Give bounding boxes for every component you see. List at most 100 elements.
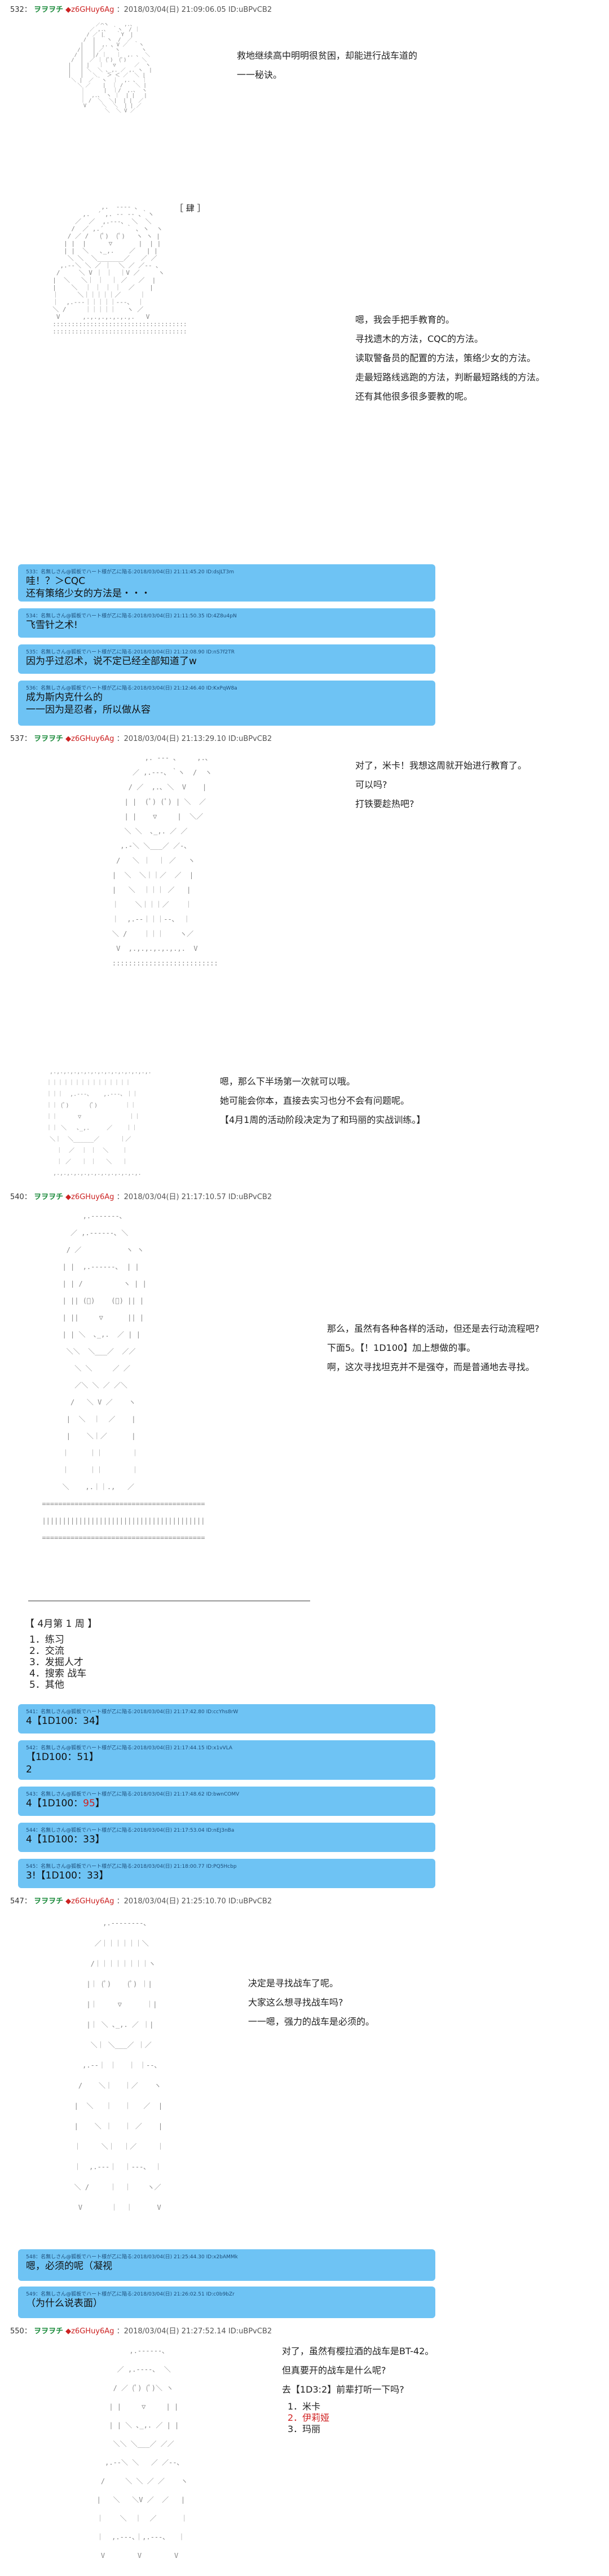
poster-name: ヲヲヲチ: [33, 1897, 63, 1906]
reply-line: 3!【1D100：33】: [26, 1870, 109, 1881]
reply-body: 【1D100：51】 2: [26, 1751, 427, 1776]
narration-line: 还有其他很多很多要教的呢。: [355, 391, 473, 402]
menu-item: 2．交流: [29, 1645, 64, 1657]
reply-body: 因为乎过忍术，说不定已经全部知道了w: [26, 655, 427, 668]
menu-title: 【 4月第 1 周 】: [25, 1618, 98, 1630]
narration-line: 去【1D3:2】前辈打听一下吗?: [282, 2384, 404, 2395]
narration-line: 寻找遗木的方法，CQC的方法。: [355, 333, 483, 344]
narration-line: 读取警备员的配置的方法，策络少女的方法。: [355, 353, 536, 363]
dice-critical: 95: [83, 1798, 95, 1809]
reply-post: 542：名無しさん@狐板でハート様が乙に陥る:2018/03/04(日) 21:…: [18, 1740, 435, 1780]
reply-meta: 544：名無しさん@狐板でハート様が乙に陥る:2018/03/04(日) 21:…: [26, 1828, 235, 1833]
poster-trip: ◆z6GHuy6Ag: [65, 2327, 114, 2336]
choice-menu: 【 4月第 1 周 】 1．练习 2．交流 3．发掘人才 4．搜索 战车 5．其…: [25, 1618, 97, 1691]
ascii-art: ,.-‐‐‐‐‐-､ ／ ,.-‐‐‐‐-､ ＼ / ／ ヽ ヽ | | ,.-…: [42, 1212, 205, 1542]
reply-meta: 545：名無しさん@狐板でハート様が乙に陥る:2018/03/04(日) 21:…: [26, 1864, 237, 1870]
post-number: 540：: [10, 1193, 32, 1201]
reply-meta: 548：名無しさん@狐板でハート様が乙に陥る:2018/03/04(日) 21:…: [26, 2254, 238, 2260]
ascii-art: ,.-‐‐‐‐‐‐-､ ／｜｜｜｜｜｜＼ /｜｜｜｜｜｜｜｜ヽ |｜ (ﾟ) (…: [74, 1919, 164, 2211]
poster-trip: ◆z6GHuy6Ag: [65, 1897, 114, 1906]
reply-meta: 543：名無しさん@狐板でハート様が乙に陥る:2018/03/04(日) 21:…: [26, 1792, 240, 1797]
reply-line: 【1D100：51】: [26, 1752, 99, 1763]
option-item: 3．玛丽: [288, 2424, 321, 2434]
poster-trip: ◆z6GHuy6Ag: [65, 1193, 114, 1201]
ascii-art: ,.,.,.,.,.,.,.,.,.,.,.,.,.,.,. ｜｜｜｜｜｜｜｜｜…: [46, 1069, 152, 1177]
reply-post: 545：名無しさん@狐板でハート様が乙に陥る:2018/03/04(日) 21:…: [18, 1859, 435, 1888]
reply-body: 成为斯内克什么的 一一因为是忍者，所以做从容: [26, 691, 427, 716]
reply-body: 4【1D100：95】: [26, 1797, 427, 1810]
reply-line: 还有策络少女的方法是・・・: [26, 588, 151, 599]
narration-line: 嗯，那么下半场第一次就可以哦。: [220, 1076, 356, 1087]
post-narration: 嗯，那么下半场第一次就可以哦。 她可能会你本，直接去实习也分不会有问题呢。 【4…: [220, 1072, 425, 1130]
post-meta: ：2018/03/04(日) 21:27:52.14 ID:uBPvCB2: [116, 2327, 272, 2336]
narration-line: 大家这么想寻找战车吗?: [248, 1997, 343, 2008]
reply-post: 549：名無しさん@狐板でハート様が乙に陥る:2018/03/04(日) 21:…: [18, 2287, 435, 2318]
post-narration: 对了，米卡！我想这周就开始进行教育了。 可以吗? 打铁要趁热吧?: [355, 756, 527, 814]
post-narration: 决定是寻找战车了呢。 大家这么想寻找战车吗? 一一嗯，强力的战车是必须的。: [248, 1974, 374, 2031]
caption: ［ 肆 ］: [175, 203, 206, 213]
ascii-art: ,. -‐- ､ ,.､ ／ ,.-‐-､ ｀ヽ / ヽ / ／ ,.､ ＼ V…: [112, 754, 218, 967]
narration-line: 【4月1周的活动阶段决定为了和玛丽的实战训练。】: [220, 1114, 426, 1125]
reply-meta: 536：名無しさん@狐板でハート様が乙に陥る:2018/03/04(日) 21:…: [26, 686, 237, 691]
reply-body: 嗯，必须的呢（凝视: [26, 2260, 427, 2272]
divider: [28, 1600, 310, 1601]
reply-meta: 533：名無しさん@狐板でハート様が乙に陥る:2018/03/04(日) 21:…: [26, 569, 235, 575]
reply-post: 535：名無しさん@狐板でハート様が乙に陥る:2018/03/04(日) 21:…: [18, 644, 435, 674]
post-header: 550： ヲヲヲチ ◆z6GHuy6Ag ：2018/03/04(日) 21:2…: [10, 2325, 272, 2336]
post-meta: ：2018/03/04(日) 21:09:06.05 ID:uBPvCB2: [116, 6, 272, 14]
option-item-selected: 2．伊莉娅: [288, 2412, 330, 2423]
reply-meta: 542：名無しさん@狐板でハート様が乙に陥る:2018/03/04(日) 21:…: [26, 1745, 233, 1751]
narration-line: 她可能会你本，直接去实习也分不会有问题呢。: [220, 1095, 410, 1106]
post-meta: ：2018/03/04(日) 21:25:10.70 ID:uBPvCB2: [116, 1897, 272, 1906]
reply-post: 533：名無しさん@狐板でハート様が乙に陥る:2018/03/04(日) 21:…: [18, 564, 435, 602]
reply-body: 3!【1D100：33】: [26, 1870, 427, 1882]
reply-line: 飞雪针之术!: [26, 620, 78, 631]
reply-line: 哇！？＞CQC: [26, 576, 86, 587]
reply-post: 548：名無しさん@狐板でハート様が乙に陥る:2018/03/04(日) 21:…: [18, 2249, 435, 2281]
poster-trip: ◆z6GHuy6Ag: [65, 6, 114, 14]
post-narration: 对了，虽然有樱拉酒的战车是BT-42。 但真要开的战车是什么呢? 去【1D3:2…: [282, 2342, 434, 2399]
menu-item: 5．其他: [29, 1679, 64, 1691]
narration-line: 对了，米卡！我想这周就开始进行教育了。: [355, 760, 527, 771]
narration-line: 嗯，我会手把手教育的。: [355, 314, 455, 325]
post-narration: 嗯，我会手把手教育的。 寻找遗木的方法，CQC的方法。 读取警备员的配置的方法，…: [355, 310, 545, 406]
narration-line: 打铁要趁热吧?: [355, 798, 414, 809]
narration-line: 那么，虽然有各种各样的活动，但还是去行动流程吧?: [327, 1323, 540, 1334]
ascii-art: ／⌒ヽ ,.､ ／ ,.､ ｀ヽ / ｜ / ／ | ｀Y | / | ｀ヽ /…: [68, 23, 152, 114]
reply-post: 534：名無しさん@狐板でハート様が乙に陥る:2018/03/04(日) 21:…: [18, 608, 435, 638]
reply-line: 4【1D100：34】: [26, 1715, 105, 1727]
post-number: 537：: [10, 735, 32, 743]
reply-meta: 549：名無しさん@狐板でハート様が乙に陥る:2018/03/04(日) 21:…: [26, 2292, 235, 2297]
reply-line: 4【1D100：: [26, 1798, 83, 1809]
reply-post: 536：名無しさん@狐板でハート様が乙に陥る:2018/03/04(日) 21:…: [18, 681, 435, 726]
reply-line: （为什么说表面）: [26, 2298, 103, 2309]
option-list: 1．米卡 2．伊莉娅 3．玛丽: [288, 2401, 329, 2435]
option-item: 1．米卡: [288, 2401, 321, 2412]
ascii-art: ,.-‐‐‐‐-､ ／ ,.-‐‐-､ ＼ / ／ (ﾟ) (ﾟ)＼ ヽ | |…: [96, 2347, 188, 2560]
narration-line: 一一嗯，强力的战车是必须的。: [248, 2016, 375, 2027]
reply-body: 4【1D100：34】: [26, 1715, 427, 1727]
reply-body: （为什么说表面）: [26, 2297, 427, 2310]
post-number: 550：: [10, 2327, 32, 2336]
narration-line: 可以吗?: [355, 779, 387, 790]
reply-body: 4【1D100：33】: [26, 1833, 427, 1846]
narration-line: 救地继续高中明明很贫困，却能进行战车道的: [237, 50, 418, 61]
post-narration: 那么，虽然有各种各样的活动，但还是去行动流程吧? 下面5。【！1D100】加上想…: [327, 1319, 540, 1377]
reply-post: 544：名無しさん@狐板でハート様が乙に陥る:2018/03/04(日) 21:…: [18, 1823, 435, 1852]
reply-line-tail: 】: [95, 1798, 105, 1809]
menu-item: 3．发掘人才: [29, 1657, 83, 1668]
reply-line: 2: [26, 1764, 32, 1775]
poster-name: ヲヲヲチ: [33, 1193, 63, 1201]
poster-trip: ◆z6GHuy6Ag: [65, 735, 114, 743]
reply-line: 一一因为是忍者，所以做从容: [26, 704, 151, 716]
reply-post: 541：名無しさん@狐板でハート様が乙に陥る:2018/03/04(日) 21:…: [18, 1704, 435, 1734]
narration-line: 但真要开的战车是什么呢?: [282, 2365, 386, 2376]
reply-line: 因为乎过忍术，说不定已经全部知道了w: [26, 656, 197, 667]
post-number: 547：: [10, 1897, 32, 1906]
menu-item: 1．练习: [29, 1634, 64, 1645]
post-narration: 救地继续高中明明很贫困，却能进行战车道的 一一秘诀。: [237, 46, 417, 85]
post-header: 540： ヲヲヲチ ◆z6GHuy6Ag ：2018/03/04(日) 21:1…: [10, 1191, 272, 1201]
reply-line: 成为斯内克什么的: [26, 692, 103, 703]
narration-line: 一一秘诀。: [237, 69, 283, 80]
narration-line: 啊，这次寻找坦克并不是强夺，而是普通地去寻找。: [327, 1362, 535, 1372]
